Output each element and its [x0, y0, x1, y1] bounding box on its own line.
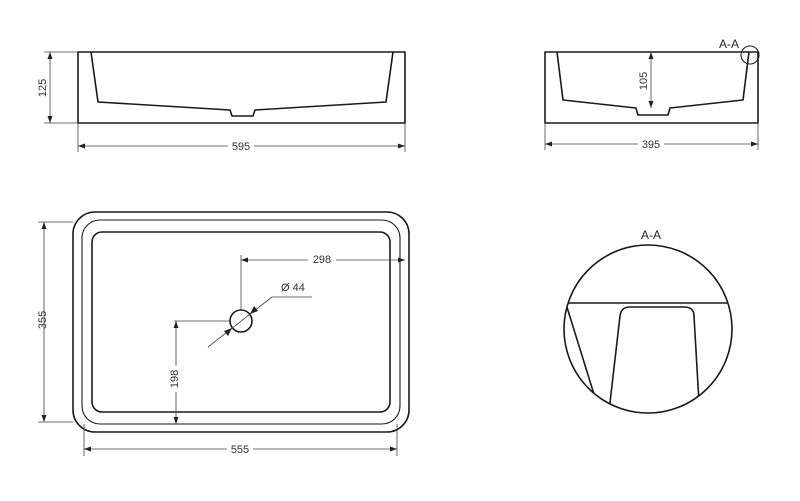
arrow-head	[250, 306, 258, 314]
drain-offset-x-label: 298	[313, 254, 331, 266]
side-view: 125 595	[37, 51, 406, 153]
arrow-head	[648, 52, 654, 59]
top-view: 355 555 298 198 Ø 44	[37, 211, 410, 456]
arrow-head	[173, 321, 179, 328]
end-view-depth-label: 105	[638, 72, 650, 90]
side-view-body	[77, 51, 406, 124]
label-mask	[308, 252, 336, 266]
arrow-head	[47, 52, 53, 59]
label-mask	[638, 137, 664, 151]
end-view-width-label: 395	[642, 139, 660, 151]
label-mask	[168, 366, 182, 392]
arrow-head	[47, 116, 53, 123]
detail-view: A-A	[563, 228, 733, 414]
label-mask	[228, 139, 254, 153]
drain-offset-y-label: 198	[169, 370, 181, 388]
drain-diameter-label: Ø 44	[281, 282, 305, 294]
side-view-height-label: 125	[37, 79, 49, 97]
arrow-head	[648, 101, 654, 108]
detail-rim-profile	[565, 303, 701, 413]
arrow-head	[224, 328, 232, 336]
side-view-width-label: 595	[232, 141, 250, 153]
arrow-head	[398, 143, 405, 149]
top-view-outer-rim	[72, 211, 410, 433]
top-view-height-label: 355	[37, 311, 49, 329]
detail-view-circle	[563, 244, 733, 414]
arrow-head	[398, 257, 405, 263]
drain-diameter-leader	[207, 296, 273, 348]
arrow-head	[545, 141, 552, 147]
top-view-basin	[91, 231, 391, 413]
end-view-inner-bowl	[556, 51, 750, 116]
end-view-body	[544, 51, 759, 124]
side-view-inner-bowl	[90, 51, 394, 117]
end-view: A-A 105 395	[544, 37, 760, 151]
top-view-width-label: 555	[231, 444, 249, 456]
arrow-head	[241, 257, 248, 263]
arrow-head	[41, 222, 47, 229]
label-mask	[227, 442, 253, 456]
arrow-head	[41, 415, 47, 422]
top-view-rim-inner	[81, 219, 401, 425]
arrow-head	[84, 446, 91, 452]
arrow-head	[390, 446, 397, 452]
arrow-head	[78, 143, 85, 149]
section-marker-circle	[740, 45, 760, 65]
arrow-head	[173, 417, 179, 424]
section-marker-label: A-A	[719, 37, 739, 51]
arrow-head	[751, 141, 758, 147]
detail-view-title: A-A	[641, 228, 661, 242]
